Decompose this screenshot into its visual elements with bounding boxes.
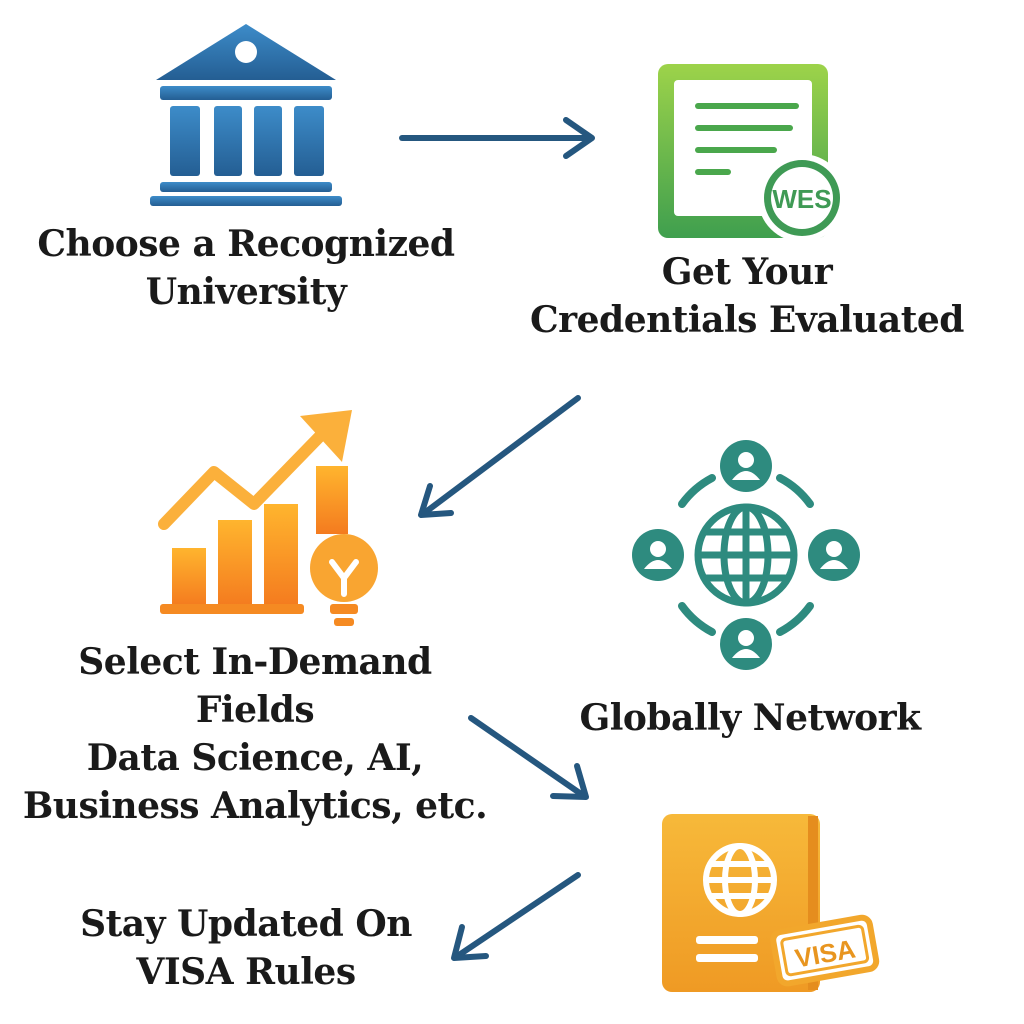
growth-chart-lightbulb-icon: [158, 410, 378, 626]
label-line: University: [145, 271, 347, 313]
label-line: Globally Network: [579, 697, 921, 739]
label-line: Choose a Recognized: [37, 223, 455, 265]
label-line: VISA Rules: [136, 951, 356, 993]
label-line: Fields: [195, 689, 315, 731]
label-line: Data Science, AI,: [86, 737, 424, 779]
arrow-fields-to-visa: [468, 715, 589, 800]
label-in-demand-fields: Select In-Demand Fields Data Science, AI…: [10, 638, 500, 830]
wes-badge-text: WES: [772, 184, 831, 214]
label-line: Stay Updated On: [80, 903, 412, 945]
label-choose-university: Choose a Recognized University: [16, 220, 476, 316]
label-globally-network: Globally Network: [540, 694, 960, 742]
global-network-icon: [632, 440, 860, 670]
credential-document-icon: WES: [658, 64, 846, 242]
arrow-visa-to-updates: [451, 872, 581, 961]
label-line: Business Analytics, etc.: [22, 785, 488, 827]
label-credentials-evaluated: Get Your Credentials Evaluated: [512, 248, 982, 344]
arrow-university-to-credentials: [399, 117, 595, 159]
label-line: Select In-Demand: [78, 641, 432, 683]
label-line: Credentials Evaluated: [530, 299, 964, 341]
label-visa-rules: Stay Updated On VISA Rules: [36, 900, 456, 996]
arrow-credentials-to-fields: [418, 395, 581, 518]
university-building-icon: [150, 24, 342, 206]
label-line: Get Your: [661, 251, 833, 293]
passport-visa-icon: VISA: [662, 814, 880, 992]
